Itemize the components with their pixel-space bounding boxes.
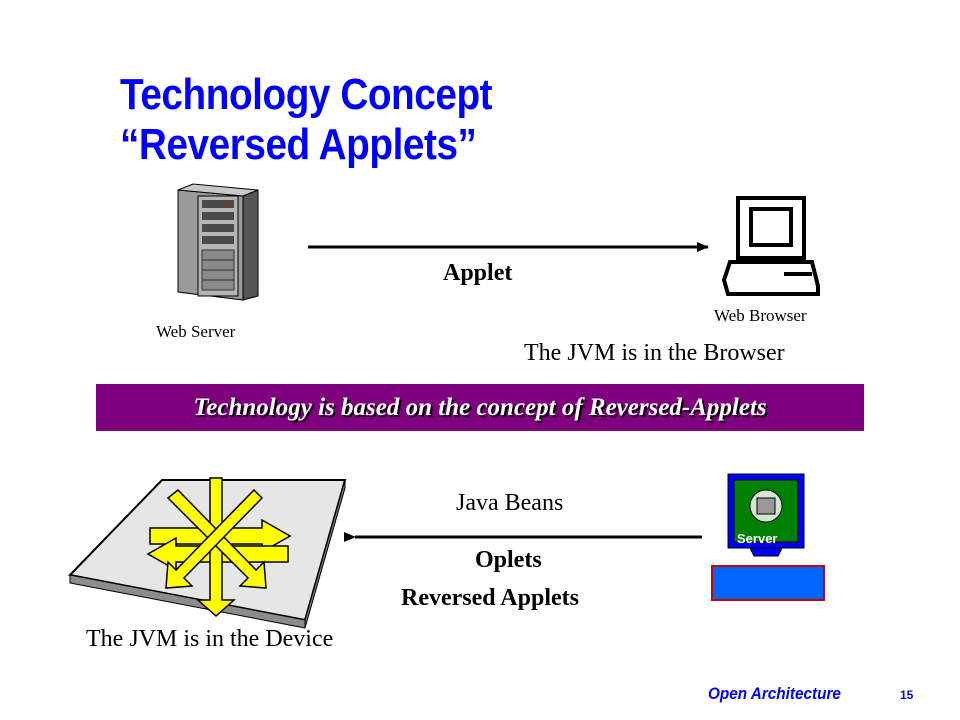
concept-banner-text: Technology is based on the concept of Re… [193,393,767,421]
jvm-browser-note: The JVM is in the Browser [524,340,785,366]
title-line-2: “Reversed Applets” [120,120,477,169]
web-server-label: Web Server [156,322,236,341]
title-line-1: Technology Concept [120,70,493,119]
web-server-icon [177,183,259,301]
oplets-label: Oplets [475,547,542,573]
page-number: 15 [900,688,914,702]
footer-title: Open Architecture [708,684,841,703]
jvm-device-note: The JVM is in the Device [86,626,334,652]
server-screen-label: Server [737,531,778,546]
slide-title: Technology Concept “Reversed Applets” [120,70,493,170]
applet-label: Applet [443,260,513,286]
web-browser-label: Web Browser [714,306,807,325]
java-beans-label: Java Beans [456,490,564,516]
reversed-applets-label: Reversed Applets [401,585,579,611]
web-browser-icon [721,196,820,296]
server-workstation-icon [711,473,825,601]
concept-banner: Technology is based on the concept of Re… [96,384,864,431]
network-switch-icon [67,477,347,629]
